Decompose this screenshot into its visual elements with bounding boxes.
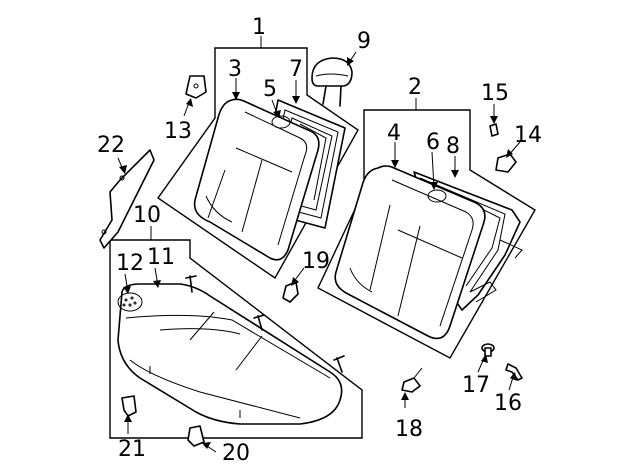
headrest: [311, 57, 353, 107]
callout-19: 19: [302, 249, 330, 274]
callout-3: 3: [228, 57, 242, 82]
callout-11: 11: [147, 245, 175, 270]
latch-14: [495, 153, 517, 173]
callout-9: 9: [357, 29, 371, 54]
hook-21: [121, 395, 137, 417]
bracket-22: [99, 149, 155, 249]
grommet-17: [481, 343, 495, 357]
headrest-guide-5: [271, 115, 291, 129]
seat-pad-12: [117, 292, 143, 312]
callout-15: 15: [481, 81, 509, 106]
hole: [119, 175, 125, 181]
callout-20: 20: [222, 441, 250, 466]
callout-14: 14: [514, 123, 542, 148]
pad-dots: [122, 296, 137, 307]
hole: [101, 229, 107, 235]
callout-16: 16: [494, 391, 522, 416]
callout-13: 13: [164, 119, 192, 144]
arrowheads: [119, 57, 517, 449]
strap-18: [401, 377, 421, 393]
callout-2: 2: [408, 75, 422, 100]
callout-1: 1: [252, 15, 266, 40]
bolt-15: [489, 123, 499, 137]
callout-22: 22: [97, 133, 125, 158]
seatback-cushion-right: [334, 165, 486, 340]
callout-8: 8: [446, 134, 460, 159]
callout-7: 7: [289, 57, 303, 82]
bolt-16: [505, 363, 523, 381]
callout-4: 4: [387, 121, 401, 146]
headrest-guide-6: [427, 189, 447, 203]
callout-12: 12: [116, 251, 144, 276]
callout-10: 10: [133, 203, 161, 228]
callout-21: 21: [118, 437, 146, 462]
hinge-13: [185, 75, 207, 99]
callout-17: 17: [462, 373, 490, 398]
anchor-20: [187, 425, 205, 447]
seatback-cushion-left: [193, 98, 320, 261]
group-outline-10: [109, 239, 363, 439]
callout-18: 18: [395, 417, 423, 442]
clip-19: [282, 281, 299, 303]
seat-cushion: [117, 275, 345, 425]
callout-6: 6: [426, 130, 440, 155]
callout-5: 5: [263, 77, 277, 102]
